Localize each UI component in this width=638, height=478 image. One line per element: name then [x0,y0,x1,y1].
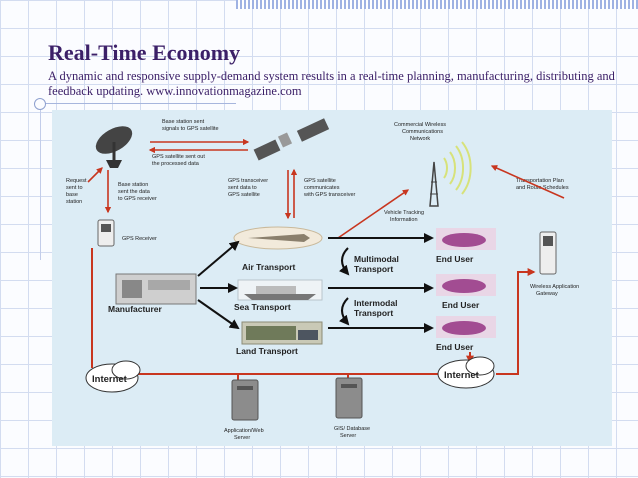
internet-cloud-icon [85,360,141,393]
internet-label: Internet [92,374,128,385]
application-server-label: Application/Web Server [224,428,265,441]
satellite-communicates-note: GPS satellite communicates with GPS tran… [303,178,356,198]
internet-label: Internet [444,370,480,381]
signal-arrows [87,138,565,239]
slide-subtitle: A dynamic and responsive supply-demand s… [48,69,615,98]
wireless-gateway-icon [539,231,557,275]
gps-receiver-icon [97,219,115,247]
base-sent-receiver-note: Base station sent the data to GPS receiv… [118,182,157,202]
multimodal-transport-label: Multimodal Transport [354,254,401,274]
gps-satellite-icon [253,118,330,161]
internet-cloud-icon [437,356,495,389]
slide-title: Real-Time Economy [48,40,241,65]
divider-ring-ornament [34,98,46,110]
application-server-icon [231,379,259,421]
end-user-label: End User [436,254,474,264]
base-station-sent-note: Base station sent signals to GPS satelli… [162,119,219,132]
distribution-arrows [197,233,434,333]
manufacturer-label: Manufacturer [108,304,163,314]
end-user-icon [436,274,496,296]
land-transport-label: Land Transport [236,346,298,356]
manufacturer-icon [115,273,197,305]
end-user-label: End User [442,300,480,310]
gis-database-server-label: GIS/ Database Server [334,426,372,439]
end-user-icon [436,228,496,250]
commercial-network-note: Commercial Wireless Communications Netwo… [394,122,447,142]
vehicle-tracking-note: Vehicle Tracking Information [384,210,426,223]
gps-receiver-label: GPS Receiver [122,236,157,242]
network-lines [91,248,536,400]
top-decorative-band [236,0,638,9]
gps-sent-out-note: GPS satellite sent out the processed dat… [152,154,206,167]
intermodal-transport-label: Intermodal Transport [354,298,400,318]
gis-database-server-icon [335,377,363,419]
transceiver-sent-note: GPS transceiver sent data to GPS satelli… [228,178,270,198]
supply-chain-diagram: Base station sent signals to GPS satelli… [66,118,581,441]
sea-transport-label: Sea Transport [234,302,291,312]
sea-transport-icon [237,279,323,301]
end-user-label: End User [436,342,474,352]
margin-line [40,108,41,260]
air-transport-icon [233,226,323,250]
title-divider [36,103,236,104]
request-note: Request sent to base station [66,178,88,205]
satellite-dish-icon [95,126,133,168]
wireless-tower-icon [429,141,472,207]
diagram-panel: Base station sent signals to GPS satelli… [52,110,612,446]
wireless-gateway-label: Wireless Application Gateway [530,284,581,297]
end-user-icon [436,316,496,338]
land-transport-icon [241,321,323,345]
air-transport-label: Air Transport [242,262,296,272]
